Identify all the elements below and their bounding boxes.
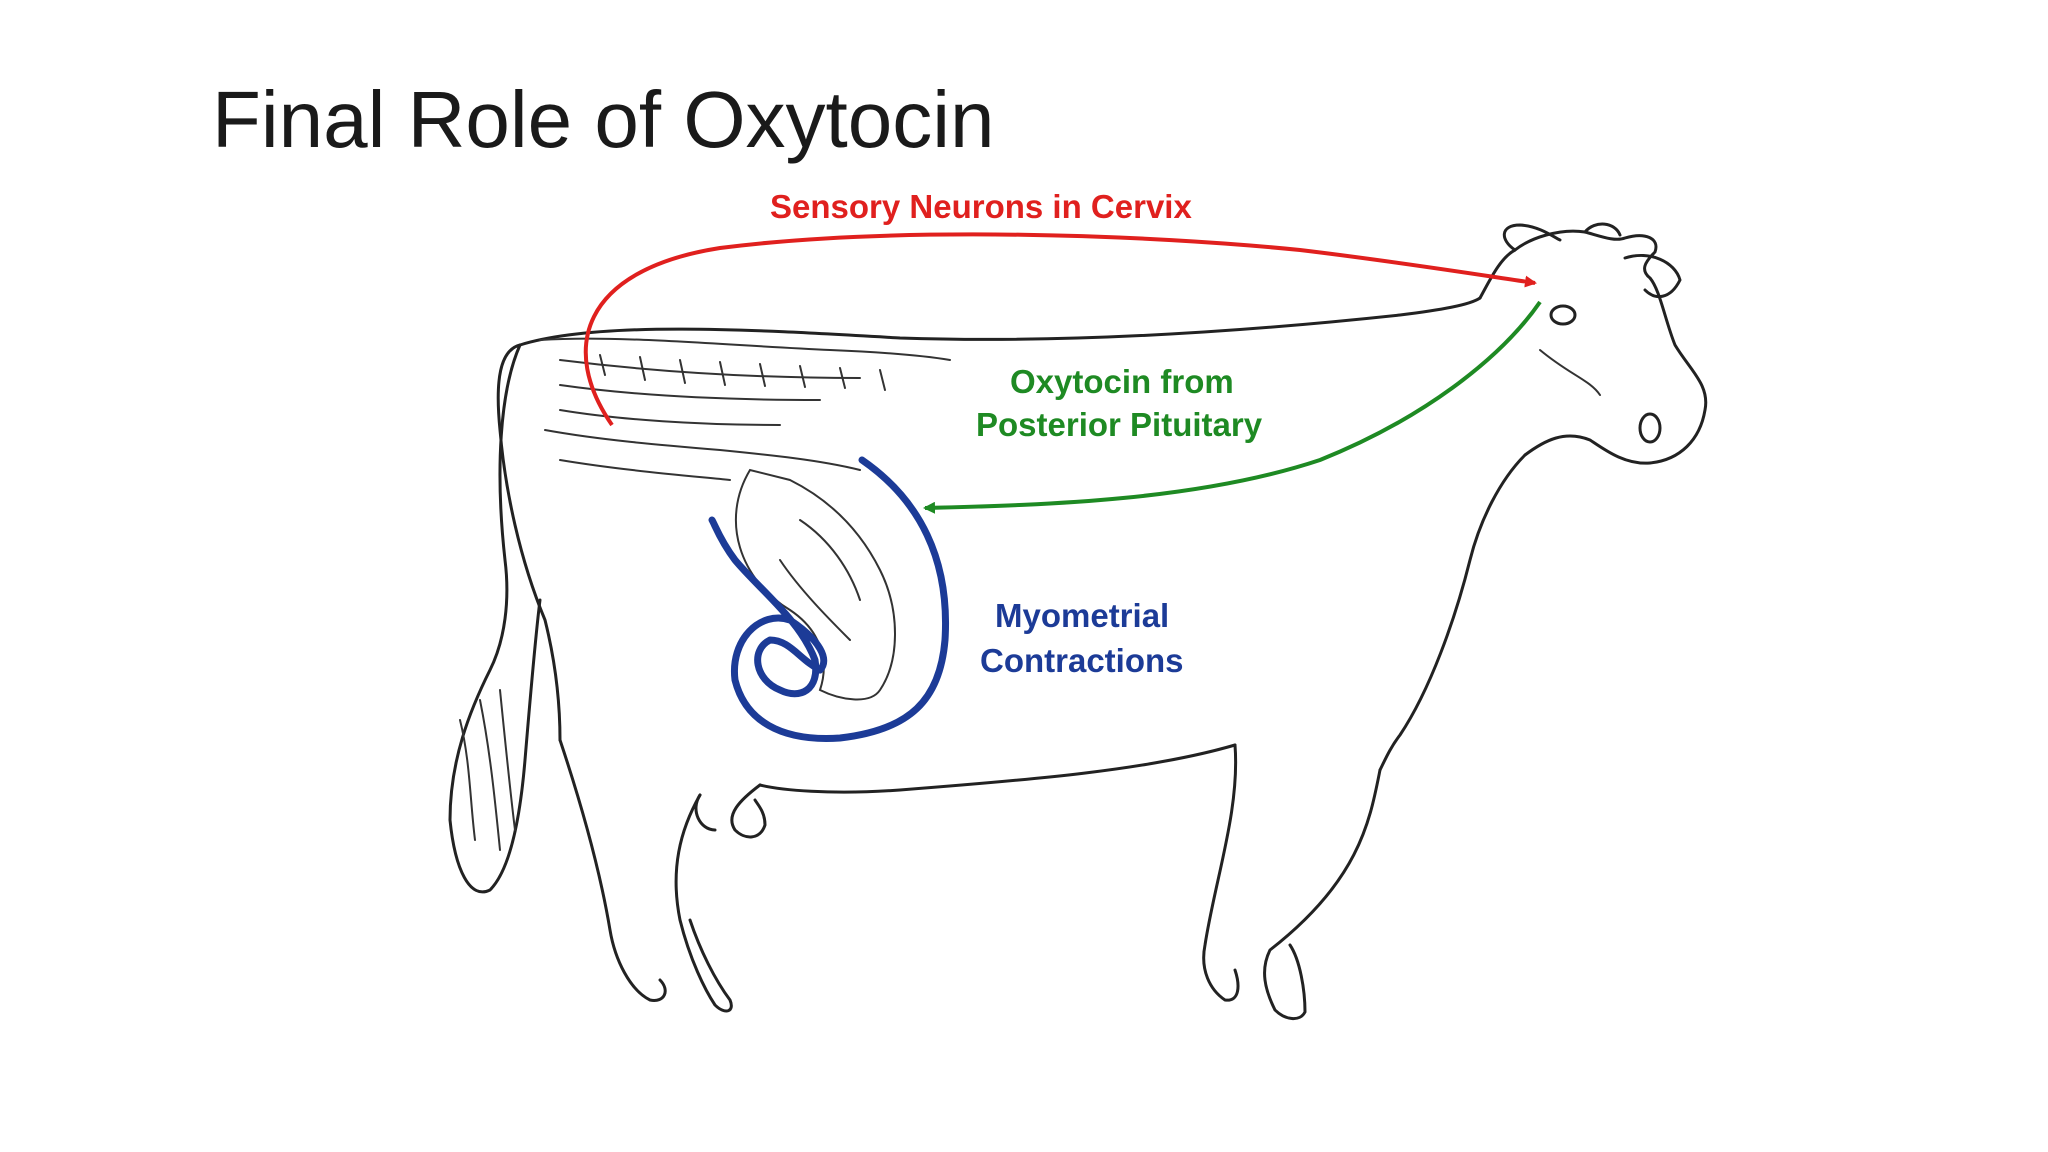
cow-hind-leg [674, 793, 733, 1013]
cow-rump [496, 343, 562, 742]
oxytocin-arrow [923, 300, 1542, 514]
myometrial-label-line2: Contractions [980, 642, 1184, 679]
cow-back [518, 296, 1482, 347]
cow-horn-left [1502, 223, 1562, 252]
cow-vertebrae-ticks [599, 354, 886, 391]
cow-head [1478, 229, 1708, 465]
uterus-icon [708, 456, 950, 742]
uterus-wall [708, 456, 950, 742]
cow-front-leg [1263, 768, 1382, 1020]
cow-tail-switch [459, 689, 516, 851]
sensory-arrow [583, 232, 1537, 427]
cow-reproductive-tract [544, 429, 861, 481]
cow-spine [539, 337, 951, 361]
cow-udder [694, 783, 767, 839]
oxytocin-label-line1: Oxytocin from [1010, 363, 1234, 400]
fetus-limb [779, 519, 861, 641]
oxytocin-label-line2: Posterior Pituitary [976, 406, 1263, 443]
cow-belly [758, 743, 1237, 794]
cow-horn-right [1583, 222, 1622, 237]
cow-front-leg-back [1202, 743, 1240, 1002]
cow-eye [1549, 304, 1577, 326]
cow-ear [1623, 253, 1682, 299]
cow-neck [1378, 453, 1527, 772]
cow-icon [448, 222, 1708, 1020]
sensory-label: Sensory Neurons in Cervix [770, 188, 1192, 225]
slide-title: Final Role of Oxytocin [212, 75, 995, 164]
cow-nostril [1638, 412, 1662, 444]
cow-hind-leg-back [558, 738, 667, 1002]
cow-face-line [1539, 349, 1601, 396]
cow-vertebrae [559, 359, 861, 426]
myometrial-label-line1: Myometrial [995, 597, 1169, 634]
cow-tail [448, 343, 542, 894]
